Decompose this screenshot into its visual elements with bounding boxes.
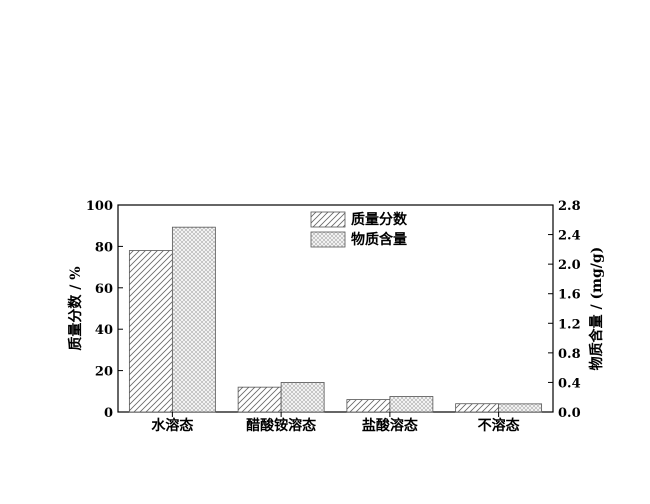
y-right-tick-label: 2.0 [558, 258, 581, 273]
y-left-tick-label: 80 [95, 240, 113, 255]
bar-content-2 [389, 396, 434, 413]
x-category-label: 不溶态 [478, 417, 520, 434]
y-right-tick-label: 0.0 [558, 406, 581, 421]
y-right-tick-label: 2.8 [558, 199, 581, 214]
x-category-label: 醋酸铵溶态 [246, 417, 316, 434]
legend-swatch-mass-fraction [310, 211, 346, 228]
y-left-tick-label: 20 [95, 365, 113, 380]
legend-label-content: 物质含量 [351, 231, 407, 248]
y-left-axis-title: 质量分数 / % [67, 266, 84, 350]
bar-mass-fraction-3 [455, 403, 500, 413]
x-category-label: 水溶态 [151, 417, 193, 434]
y-right-tick-label: 1.2 [558, 317, 581, 332]
bar-content-3 [498, 403, 543, 413]
y-right-tick-label: 0.8 [558, 347, 581, 362]
bar-mass-fraction-1 [237, 386, 282, 413]
x-category-label: 盐酸溶态 [362, 417, 418, 434]
y-left-tick-label: 0 [104, 406, 113, 421]
y-right-tick-label: 0.4 [558, 376, 581, 391]
legend-swatch-content [310, 231, 346, 248]
y-left-tick-label: 60 [95, 282, 113, 297]
y-left-tick-label: 40 [95, 323, 113, 338]
bar-content-1 [280, 382, 325, 413]
bar-mass-fraction-2 [346, 399, 391, 413]
y-right-tick-label: 2.4 [558, 229, 581, 244]
y-left-tick-label: 100 [86, 199, 113, 214]
plot-area [117, 204, 554, 413]
y-right-tick-label: 1.6 [558, 288, 581, 303]
y-right-axis-title: 物质含量 / (mg/g) [588, 247, 605, 371]
legend-label-mass-fraction: 质量分数 [351, 211, 408, 228]
bar-mass-fraction-0 [128, 250, 173, 413]
bar-content-0 [171, 226, 216, 413]
